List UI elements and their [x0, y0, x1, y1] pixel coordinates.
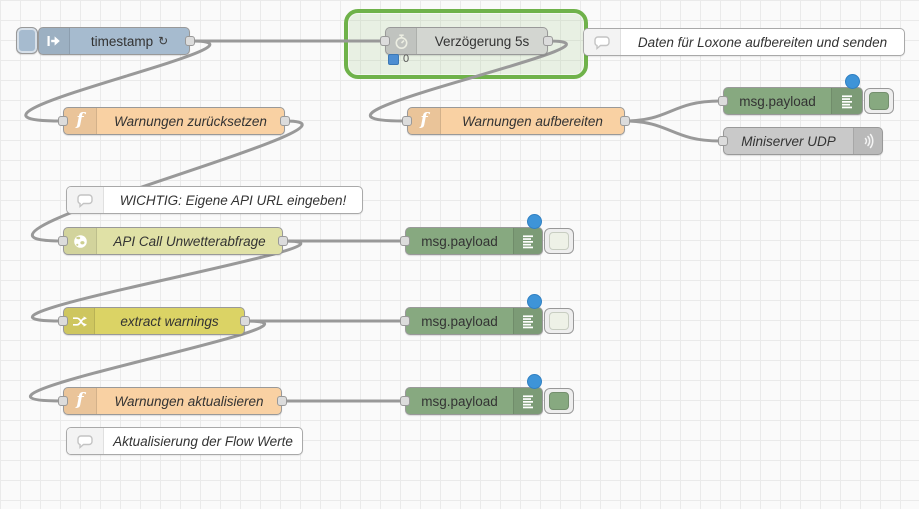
function-node-warnungen-aufbereiten[interactable]: f Warnungen aufbereiten: [407, 107, 625, 135]
udp-node-miniserver[interactable]: Miniserver UDP: [723, 127, 883, 155]
speech-bubble-icon: [67, 187, 104, 213]
node-status: 0: [388, 53, 409, 65]
node-label: timestamp↻: [90, 33, 169, 49]
input-port[interactable]: [718, 136, 728, 146]
node-label: msg.payload: [421, 313, 498, 329]
debug-node-msg-payload-3[interactable]: msg.payload: [405, 387, 543, 415]
inject-node-timestamp[interactable]: timestamp↻: [38, 27, 190, 55]
debug-list-icon: [513, 388, 542, 414]
output-port[interactable]: [240, 316, 250, 326]
status-text: 0: [403, 53, 410, 65]
debug-toggle-button[interactable]: [544, 308, 574, 334]
input-port[interactable]: [400, 236, 410, 246]
node-label: msg.payload: [421, 393, 498, 409]
changed-indicator: [527, 294, 542, 309]
wire[interactable]: [28, 319, 267, 403]
debug-node-msg-payload-2[interactable]: msg.payload: [405, 307, 543, 335]
wire[interactable]: [623, 119, 722, 143]
node-label: Warnungen aufbereiten: [462, 113, 603, 129]
input-port[interactable]: [58, 116, 68, 126]
function-icon: f: [64, 388, 97, 414]
function-node-warnungen-aktualisieren[interactable]: f Warnungen aktualisieren: [63, 387, 282, 415]
wire[interactable]: [368, 39, 568, 123]
inject-button[interactable]: [16, 27, 38, 54]
comment-node-wichtig[interactable]: WICHTIG: Eigene API URL eingeben!: [66, 186, 363, 214]
input-port[interactable]: [400, 316, 410, 326]
comment-node-aktualisierung[interactable]: Aktualisierung der Flow Werte: [66, 427, 303, 455]
debug-toggle-button[interactable]: [544, 228, 574, 254]
changed-indicator: [845, 74, 860, 89]
node-label: Warnungen aktualisieren: [114, 393, 264, 409]
http-request-node-api-call[interactable]: API Call Unwetterabfrage: [63, 227, 283, 255]
input-port[interactable]: [58, 236, 68, 246]
change-node-extract-warnings[interactable]: extract warnings: [63, 307, 245, 335]
node-label: Warnungen zurücksetzen: [114, 113, 267, 129]
output-port[interactable]: [185, 36, 195, 46]
speech-bubble-icon: [584, 29, 621, 55]
node-label: extract warnings: [120, 313, 219, 329]
status-dot: [388, 53, 399, 65]
debug-toggle-button[interactable]: [864, 88, 894, 114]
delay-node[interactable]: Verzögerung 5s: [385, 27, 548, 55]
input-port[interactable]: [400, 396, 410, 406]
debug-node-msg-payload-top[interactable]: msg.payload: [723, 87, 863, 115]
shuffle-icon: [64, 308, 95, 334]
function-node-warnungen-zuruecksetzen[interactable]: f Warnungen zurücksetzen: [63, 107, 285, 135]
wire[interactable]: [24, 39, 212, 123]
wire[interactable]: [623, 99, 722, 123]
timer-icon: [386, 28, 417, 54]
output-port[interactable]: [543, 36, 553, 46]
debug-node-msg-payload-1[interactable]: msg.payload: [405, 227, 543, 255]
node-label: API Call Unwetterabfrage: [113, 233, 266, 249]
node-label: Miniserver UDP: [741, 133, 836, 149]
comment-node-daten[interactable]: Daten für Loxone aufbereiten und senden: [583, 28, 905, 56]
inject-arrow-icon: [39, 28, 70, 54]
node-label: Verzögerung 5s: [434, 33, 530, 49]
input-port[interactable]: [58, 396, 68, 406]
input-port[interactable]: [718, 96, 728, 106]
debug-list-icon: [513, 228, 542, 254]
changed-indicator: [527, 374, 542, 389]
debug-list-icon: [513, 308, 542, 334]
node-label: msg.payload: [421, 233, 498, 249]
output-port[interactable]: [280, 116, 290, 126]
input-port[interactable]: [402, 116, 412, 126]
changed-indicator: [527, 214, 542, 229]
output-port[interactable]: [277, 396, 287, 406]
input-port[interactable]: [58, 316, 68, 326]
broadcast-icon: [853, 128, 882, 154]
node-label: WICHTIG: Eigene API URL eingeben!: [119, 192, 347, 208]
speech-bubble-icon: [67, 428, 104, 454]
debug-list-icon: [831, 88, 862, 114]
globe-icon: [64, 228, 97, 254]
repeat-indicator-icon: ↻: [158, 34, 169, 48]
node-label: Aktualisierung der Flow Werte: [113, 433, 293, 449]
wire[interactable]: [30, 239, 303, 323]
output-port[interactable]: [620, 116, 630, 126]
wire[interactable]: [30, 119, 304, 243]
input-port[interactable]: [380, 36, 390, 46]
node-label: Daten für Loxone aufbereiten und senden: [637, 34, 888, 50]
node-label: msg.payload: [739, 93, 816, 109]
function-icon: f: [408, 108, 441, 134]
output-port[interactable]: [278, 236, 288, 246]
debug-toggle-button[interactable]: [544, 388, 574, 414]
function-icon: f: [64, 108, 97, 134]
